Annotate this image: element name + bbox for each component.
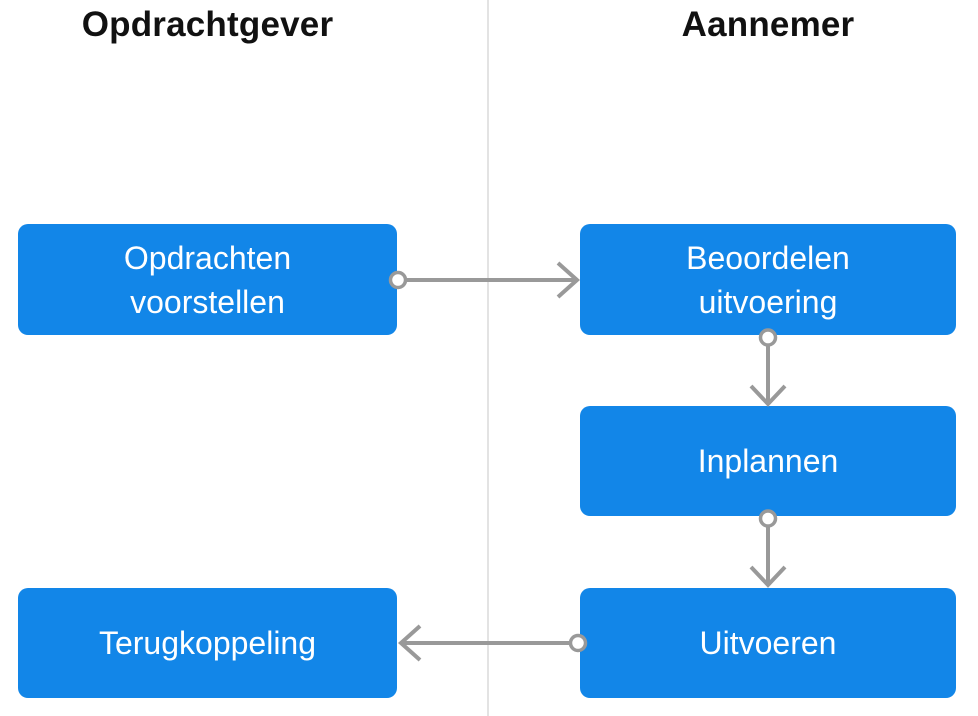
arrowhead-left-icon (398, 624, 422, 662)
node-beoordelen-uitvoering: Beoordelen uitvoering (580, 224, 956, 335)
edge-opdrachten-to-beoordelen (388, 261, 580, 299)
node-opdrachten-voorstellen: Opdrachten voorstellen (18, 224, 397, 335)
arrowhead-down-icon (749, 384, 787, 407)
arrowhead-down-icon (749, 565, 787, 588)
node-terugkoppeling: Terugkoppeling (18, 588, 397, 698)
node-inplannen: Inplannen (580, 406, 956, 516)
edge-uitvoeren-to-terugkoppeling (398, 624, 588, 662)
lane-header-aannemer: Aannemer (681, 5, 855, 44)
edge-inplannen-to-uitvoeren (749, 509, 787, 588)
node-uitvoeren: Uitvoeren (580, 588, 956, 698)
edge-beoordelen-to-inplannen (749, 328, 787, 407)
arrowhead-right-icon (556, 261, 580, 299)
lane-header-opdrachtgever: Opdrachtgever (81, 5, 334, 44)
lane-divider (487, 0, 489, 716)
